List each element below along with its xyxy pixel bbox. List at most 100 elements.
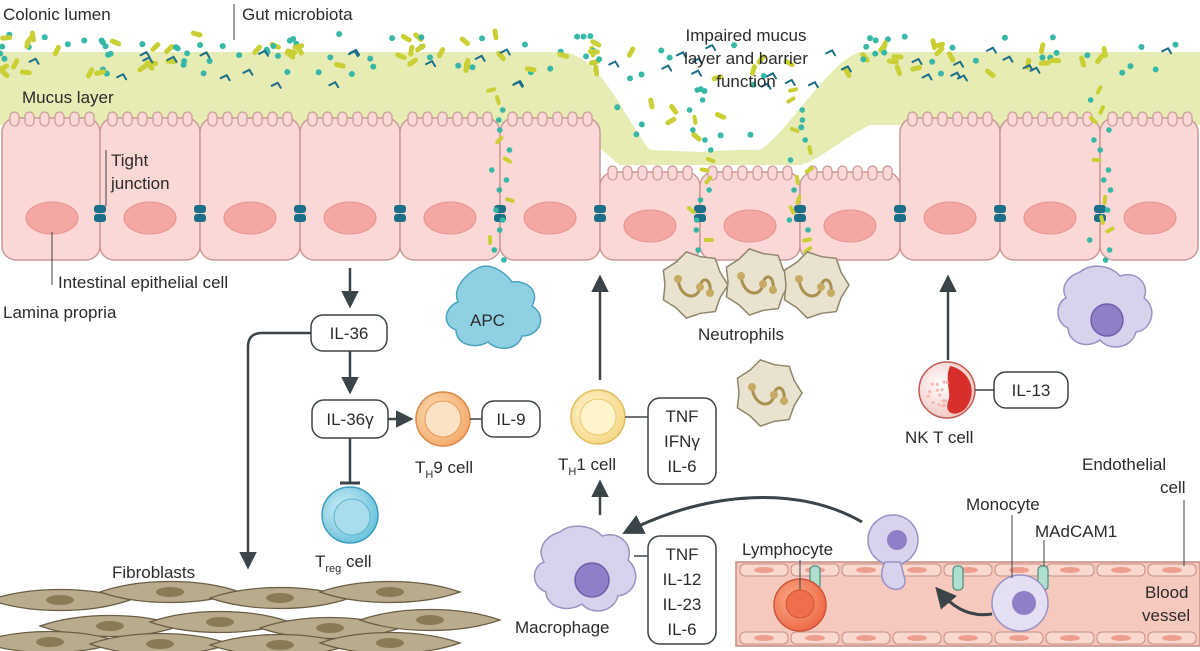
bacterium-spiral xyxy=(840,65,852,73)
microvillus xyxy=(582,111,593,127)
bacterium-rod xyxy=(94,69,106,76)
colonic-lumen-label: Colonic lumen xyxy=(3,5,111,24)
nkt-granule xyxy=(935,388,939,392)
nkt-nucleus xyxy=(947,366,972,414)
monocyte-label: Monocyte xyxy=(966,495,1040,514)
th1-cytokine-box xyxy=(647,397,717,485)
leaking-bacterium-rod xyxy=(1105,226,1115,234)
apc-cell xyxy=(445,265,542,349)
bacterium-coccus xyxy=(1119,69,1126,76)
bacterium-coccus xyxy=(0,43,6,50)
epithelial-nucleus xyxy=(123,201,177,235)
tight-junction xyxy=(594,205,606,213)
bacterium-spiral xyxy=(1022,63,1034,72)
neutrophils-label: Neutrophils xyxy=(698,325,784,344)
microvillus xyxy=(322,111,333,127)
microvillus xyxy=(1007,111,1018,127)
microvillus xyxy=(122,111,133,127)
bacterium-coccus xyxy=(206,57,213,64)
leaking-bacterium xyxy=(693,227,700,233)
leaking-bacterium xyxy=(799,117,806,123)
mucus-layer xyxy=(0,52,1200,165)
leaking-bacterium-rod xyxy=(807,145,813,155)
bacterium-rod xyxy=(24,37,32,49)
leaking-bacterium xyxy=(699,97,706,103)
tight-junction xyxy=(594,214,606,222)
bacterium-rod xyxy=(886,58,899,65)
bacterium-spiral xyxy=(691,57,703,65)
epithelial-nuclei xyxy=(25,201,1177,243)
bacterium-rod xyxy=(109,38,122,47)
mucus-layer-label: Mucus layer xyxy=(22,88,114,107)
bacterium-spiral xyxy=(1161,47,1173,55)
microvillus xyxy=(182,111,193,127)
bacterium-coccus xyxy=(286,37,293,44)
leaking-bacterium xyxy=(707,147,714,153)
microvillus xyxy=(137,111,148,127)
bacterium-coccus xyxy=(614,104,621,111)
bacterium-coccus xyxy=(197,42,204,49)
lymphocyte-label: Lymphocyte xyxy=(742,540,833,559)
neutrophil-lobe xyxy=(759,280,767,288)
microvillus xyxy=(107,111,118,127)
il9-text: IL-9 xyxy=(496,410,525,429)
microvillus xyxy=(667,165,678,181)
il9-box xyxy=(481,400,541,438)
neutrophil-lobe xyxy=(795,275,803,283)
microvillus xyxy=(937,111,948,127)
leaking-bacterium-rod xyxy=(802,237,812,243)
bacterium-rod xyxy=(648,97,655,110)
tight-junction xyxy=(894,214,906,222)
leaking-bacterium-rod xyxy=(487,235,493,245)
neutrophil-cell xyxy=(736,359,803,427)
neutrophil-lobe xyxy=(769,286,777,294)
bacterium-coccus xyxy=(860,56,867,63)
leaking-bacterium-rod xyxy=(692,115,698,125)
microvillus xyxy=(407,111,418,127)
bacterium-spiral xyxy=(953,60,965,68)
bacterium-coccus xyxy=(348,70,355,77)
tight-junction xyxy=(94,205,106,213)
epithelial-nucleus xyxy=(523,201,577,235)
leaking-bacterium-rod xyxy=(699,167,710,173)
bacterium-rod xyxy=(891,54,904,60)
bacterium-rod xyxy=(880,40,888,53)
leaking-bacterium-rod xyxy=(786,96,796,104)
leaking-bacterium xyxy=(1086,237,1093,243)
transmigrating-monocyte-tail xyxy=(880,561,906,590)
microvillus xyxy=(522,111,533,127)
microvillus xyxy=(1107,111,1118,127)
bacterium-coccus xyxy=(370,63,377,70)
macrophage-cytokine-box xyxy=(647,535,717,645)
bacterium-spiral xyxy=(691,69,703,77)
leaking-bacterium xyxy=(496,187,503,193)
leaking-bacterium-rod xyxy=(1088,115,1098,125)
bacterium-spiral xyxy=(760,82,772,90)
leaking-bacterium xyxy=(501,257,507,263)
leaking-bacterium-rod xyxy=(794,175,800,185)
bacterium-coccus xyxy=(64,41,71,48)
nkt-granule xyxy=(942,403,946,407)
endothelial-nucleus xyxy=(1009,635,1029,641)
microvillus xyxy=(967,111,978,127)
bacterium-coccus xyxy=(798,124,805,131)
bacterium-coccus xyxy=(666,54,673,61)
epithelial-cell xyxy=(399,117,501,261)
bacterium-coccus xyxy=(633,131,640,138)
bacterium-rod xyxy=(164,44,175,55)
bacterium-coccus xyxy=(0,50,4,57)
bacterium-coccus xyxy=(426,54,433,61)
bacterium-rod xyxy=(691,132,702,142)
microvillus xyxy=(367,111,378,127)
bacterium-coccus xyxy=(731,42,738,49)
bacterium-rod xyxy=(190,30,203,38)
bacterium-coccus xyxy=(315,69,322,76)
leaking-bacterium-rod xyxy=(486,87,497,93)
fibroblasts-label: Fibroblasts xyxy=(112,563,195,582)
bacterium-coccus xyxy=(219,43,226,50)
bacterium-rod xyxy=(756,54,766,65)
bacterium-coccus xyxy=(469,64,476,71)
microvillus xyxy=(652,165,663,181)
gut-microbiota-label: Gut microbiota xyxy=(242,5,353,24)
leaking-bacterium xyxy=(690,127,696,133)
